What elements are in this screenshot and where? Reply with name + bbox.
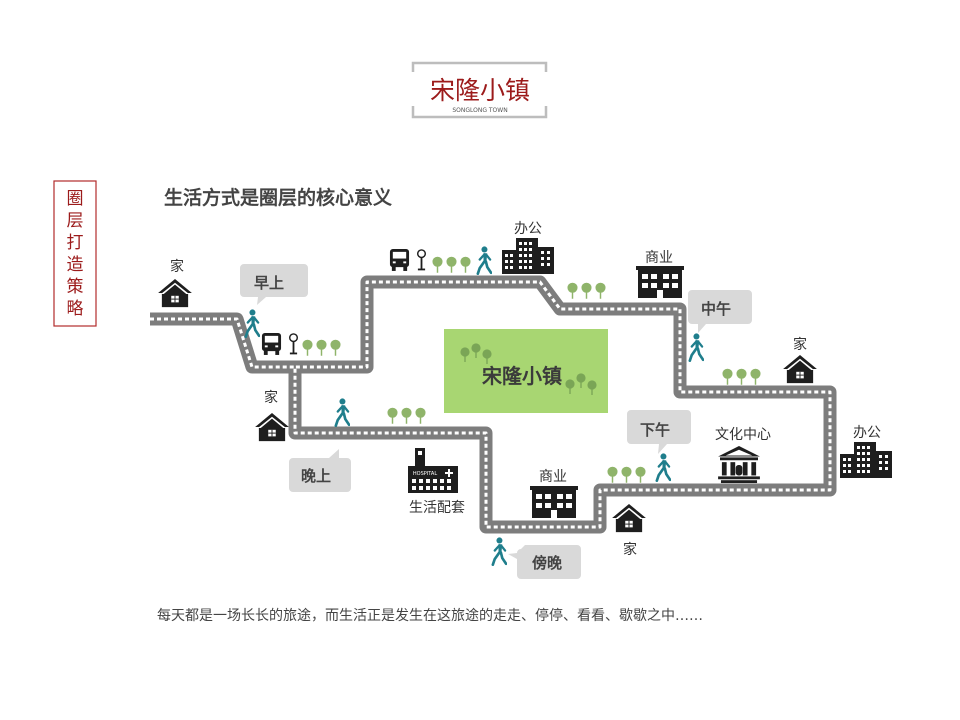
tree-icon — [387, 407, 398, 424]
tree-icon — [635, 466, 646, 483]
side-label: 圈 层 打 造 策 略 — [53, 180, 97, 327]
side-label-char: 策 — [67, 277, 84, 297]
shop-building-icon — [636, 266, 684, 298]
place-label: 家 — [793, 336, 807, 353]
walking-person-icon — [244, 309, 260, 338]
house-icon — [783, 354, 817, 384]
walking-person-icon — [491, 537, 507, 566]
home-4: 家 — [612, 503, 646, 558]
tree-icon — [595, 282, 606, 299]
place-label: 商业 — [645, 250, 673, 266]
home-3: 家 — [783, 336, 817, 384]
walking-person-icon — [688, 333, 704, 362]
culture-hall-icon — [718, 446, 760, 484]
tree-icon — [316, 339, 327, 356]
side-label-char: 造 — [67, 255, 84, 275]
place-label: 生活配套 — [409, 500, 465, 516]
side-label-char: 圈 — [67, 189, 84, 209]
office-buildings-icon — [502, 238, 554, 274]
bus-icon — [261, 333, 282, 355]
home-2: 家 — [255, 389, 289, 442]
living-facilities: HOSPITAL 生活配套 — [408, 448, 465, 516]
office-1: 办公 — [502, 221, 554, 274]
bus-icon — [389, 249, 410, 271]
time-label: 中午 — [701, 300, 731, 318]
tree-icon — [415, 407, 426, 424]
side-label-char: 略 — [67, 299, 84, 319]
shop-building-icon — [530, 486, 578, 518]
logo: 宋隆小镇 SONGLONG TOWN — [411, 61, 548, 119]
time-label: 早上 — [254, 274, 284, 292]
time-bubble-noon: 中午 — [688, 290, 752, 333]
tree-icon — [722, 368, 733, 385]
place-label: 办公 — [853, 425, 881, 441]
road — [150, 275, 837, 534]
logo-title: 宋隆小镇 — [430, 76, 530, 105]
walking-person-icon — [655, 453, 671, 482]
tree-icon — [750, 368, 761, 385]
time-label: 晚上 — [301, 467, 331, 485]
place-label: 文化中心 — [715, 427, 771, 443]
commerce-1: 商业 — [636, 250, 684, 298]
commerce-2: 商业 — [530, 469, 578, 518]
tree-icon — [401, 407, 412, 424]
bottom-caption: 每天都是一场长长的旅途，而生活正是发生在这旅途的走走、停停、看看、歇歇之中…… — [157, 607, 703, 624]
house-icon — [612, 503, 646, 533]
tree-icon — [607, 466, 618, 483]
center-box: 宋隆小镇 — [444, 329, 608, 413]
time-bubble-evening: 晚上 — [289, 449, 351, 492]
bus-stop-icon — [289, 333, 298, 355]
tree-icon — [736, 368, 747, 385]
tree-icon — [302, 339, 313, 356]
time-label: 傍晚 — [532, 554, 562, 572]
hospital-icon — [408, 448, 458, 493]
home-1: 家 — [158, 258, 192, 308]
culture-center: 文化中心 — [715, 427, 771, 484]
tree-icon — [621, 466, 632, 483]
house-icon — [158, 278, 192, 308]
time-bubble-afternoon: 下午 — [627, 410, 691, 454]
tree-icon — [330, 339, 341, 356]
house-icon — [255, 412, 289, 442]
diagram-heading: 生活方式是圈层的核心意义 — [164, 186, 392, 209]
office-buildings-icon — [840, 442, 892, 478]
center-label: 宋隆小镇 — [482, 364, 562, 388]
tree-icon — [460, 256, 471, 273]
side-label-char: 层 — [67, 211, 84, 231]
place-label: 家 — [170, 258, 184, 275]
hospital-sign: HOSPITAL — [413, 471, 437, 477]
place-label: 办公 — [514, 221, 542, 237]
place-label: 家 — [623, 541, 637, 558]
tree-icon — [432, 256, 443, 273]
place-label: 商业 — [539, 469, 567, 485]
place-label: 家 — [264, 389, 278, 406]
side-label-char: 打 — [67, 233, 84, 253]
tree-icon — [446, 256, 457, 273]
logo-subtitle: SONGLONG TOWN — [452, 107, 507, 114]
tree-icon — [581, 282, 592, 299]
bus-stop-icon — [417, 249, 426, 271]
time-label: 下午 — [640, 421, 670, 439]
time-bubble-morning: 早上 — [240, 264, 308, 305]
walking-person-icon — [334, 398, 350, 427]
tree-icon — [567, 282, 578, 299]
time-bubble-dusk: 傍晚 — [508, 545, 581, 579]
office-2: 办公 — [840, 425, 892, 478]
walking-person-icon — [476, 246, 492, 275]
